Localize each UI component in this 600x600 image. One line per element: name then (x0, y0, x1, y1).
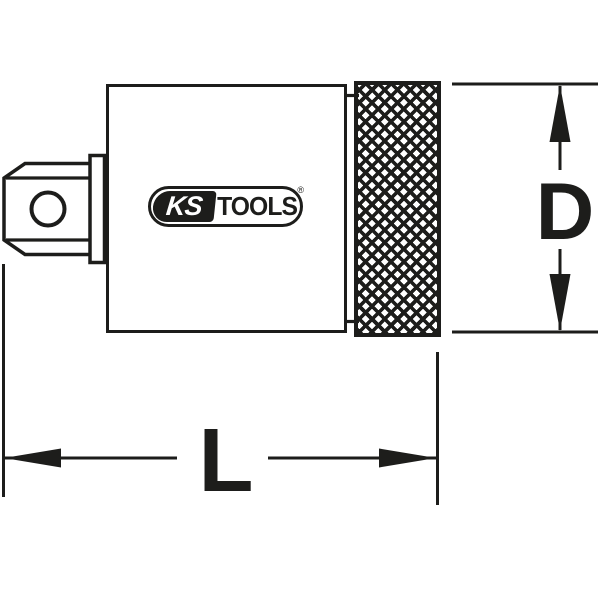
d-dimension-arrow-down-icon (549, 274, 571, 331)
logo-tools-text: TOOLS (217, 191, 298, 221)
d-dimension-arrow-up-icon (549, 85, 571, 142)
detent-ball-hole (29, 190, 67, 228)
drive-collar (88, 153, 107, 265)
square-drive-outline (2, 161, 96, 257)
logo-registered-mark: ® (297, 185, 304, 195)
dimension-label-l: L (198, 411, 254, 511)
l-dimension-arrow-right-icon (379, 448, 436, 468)
knurled-ring (354, 81, 441, 337)
dimension-label-d: D (535, 167, 595, 257)
l-dimension-arrow-left-icon (4, 448, 61, 468)
logo-ks-text: KS (151, 191, 217, 222)
ks-tools-logo: KS TOOLS ® (148, 185, 304, 227)
